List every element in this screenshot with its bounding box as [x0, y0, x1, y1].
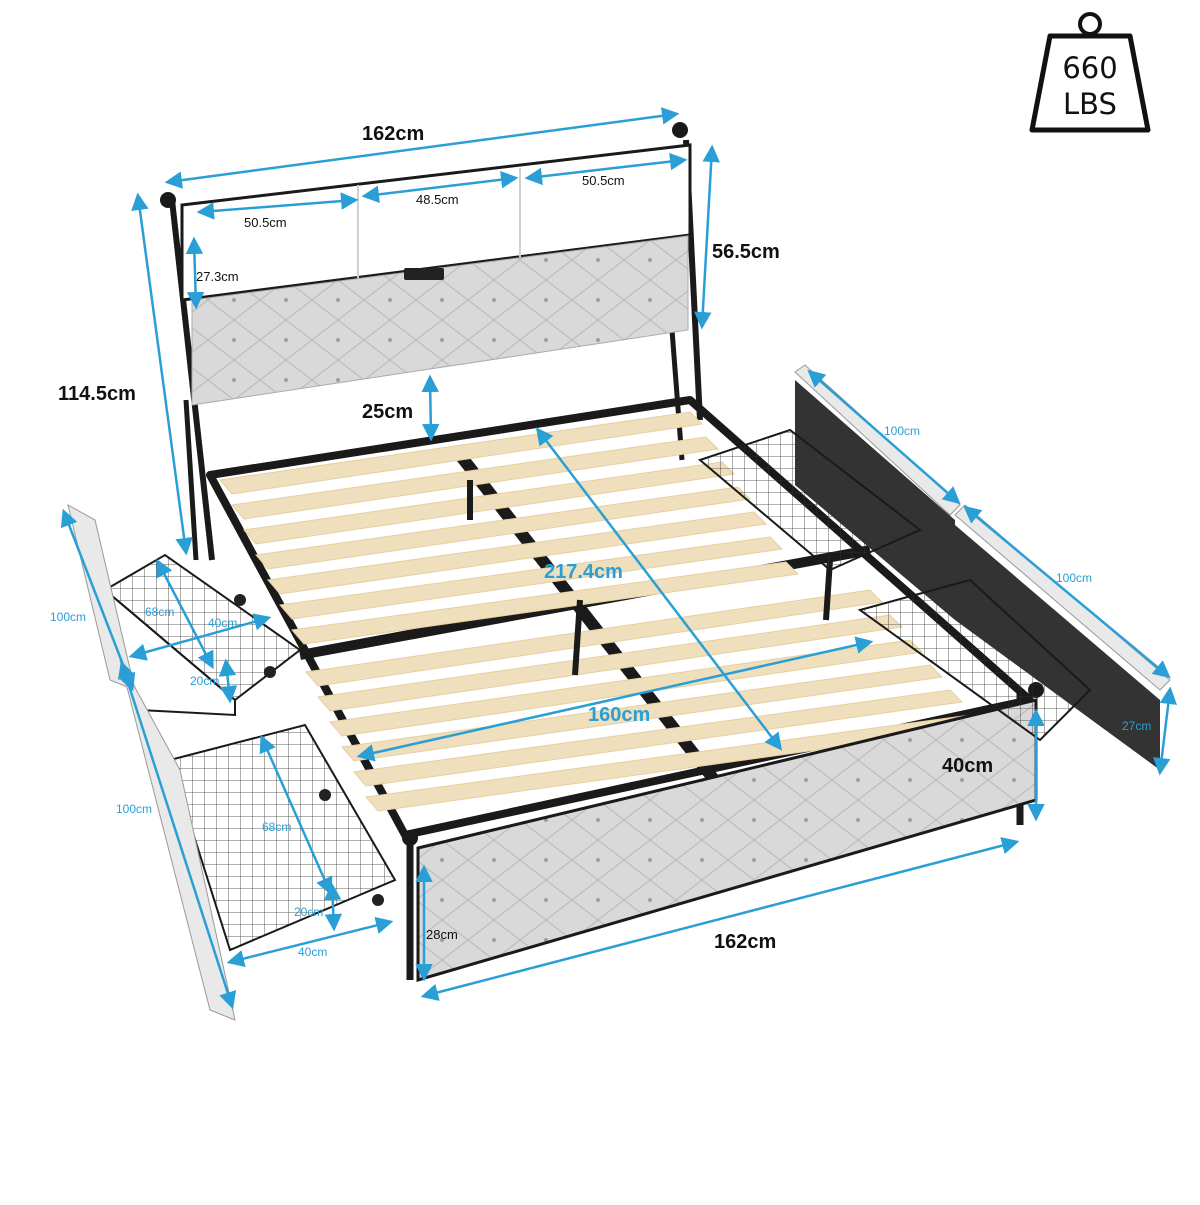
label-left-front-length: 100cm [50, 610, 87, 624]
headboard-right-finial [672, 122, 688, 138]
label-inner-width: 160cm [588, 704, 651, 726]
label-right-top-length: 100cm [884, 424, 921, 438]
label-left-back-depth: 68cm [262, 820, 292, 834]
label-total-height: 114.5cm [58, 383, 136, 405]
weight-value: 660 [1062, 51, 1118, 85]
label-footboard-height: 40cm [942, 755, 994, 777]
label-left-back-height: 20cm [294, 905, 324, 919]
label-headboard-width: 162cm [362, 123, 425, 145]
label-shelf-left: 50.5cm [244, 215, 287, 230]
label-clearance: 25cm [362, 401, 414, 423]
weight-unit: LBS [1063, 87, 1117, 121]
label-footboard-panel-height: 28cm [426, 927, 458, 942]
weight-icon [1029, 12, 1151, 133]
left-back-drawer [119, 659, 397, 1021]
label-left-front-height: 20cm [190, 674, 220, 688]
dimension-lines [60, 107, 1177, 1010]
label-left-front-width: 40cm [208, 616, 238, 630]
headboard-left-finial [160, 192, 176, 208]
label-left-back-length: 100cm [116, 802, 153, 816]
label-left-front-depth: 68cm [145, 605, 175, 619]
label-right-drawer-height: 27cm [1122, 719, 1152, 733]
label-headboard-panel-height: 56.5cm [712, 241, 780, 263]
label-shelf-height: 27.3cm [196, 269, 239, 284]
label-diagonal: 217.4cm [544, 561, 623, 583]
label-left-back-width: 40cm [298, 945, 328, 959]
label-right-bottom-length: 100cm [1056, 571, 1093, 585]
label-footboard-width: 162cm [714, 931, 777, 953]
usb-charging-port [404, 268, 444, 280]
footboard-left-finial [402, 830, 418, 846]
weight-capacity-badge: 660 LBS [1028, 8, 1152, 136]
label-shelf-right: 50.5cm [582, 173, 625, 188]
label-shelf-middle: 48.5cm [416, 192, 459, 207]
